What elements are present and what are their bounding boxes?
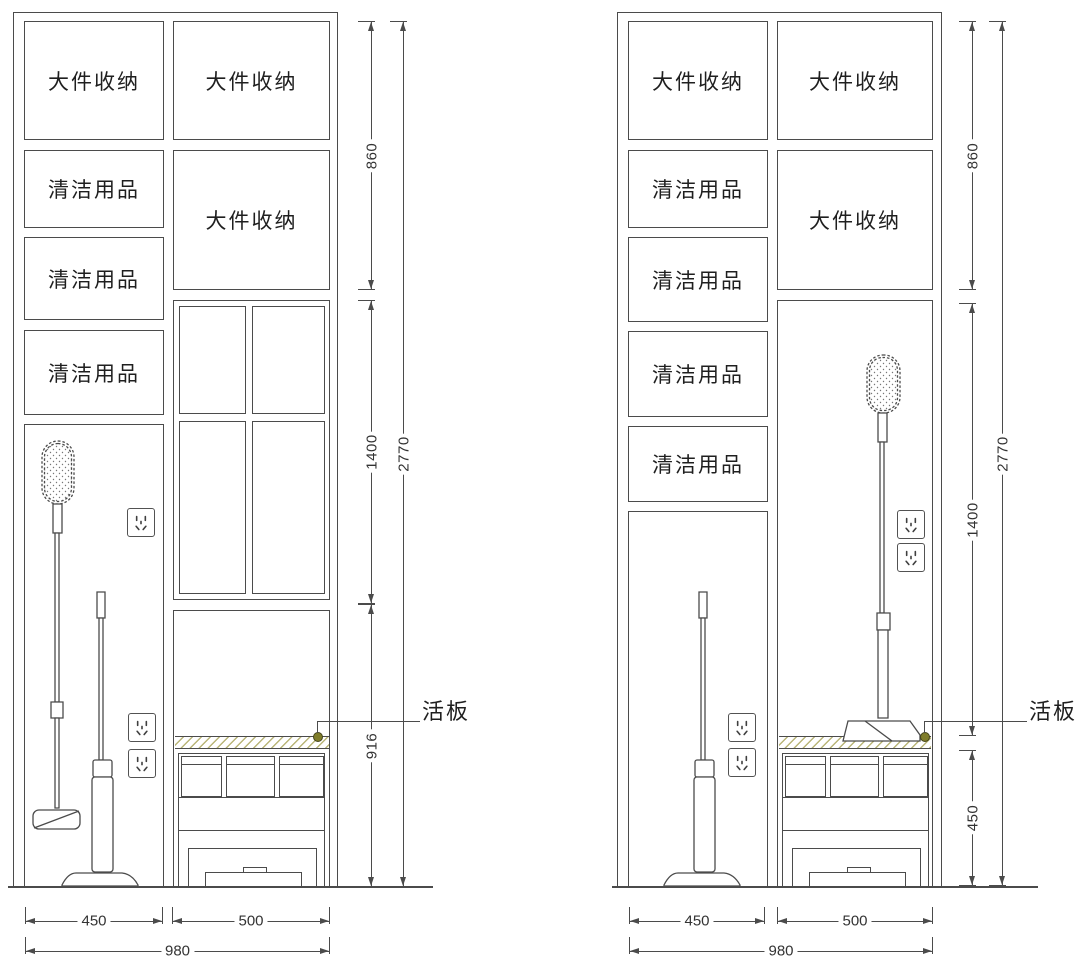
power-outlet-icon [897, 543, 925, 572]
dimension-value: 500 [234, 912, 268, 930]
compartment-large-storage: 大件收纳 [777, 150, 933, 290]
dimension-value: 916 [363, 729, 381, 762]
drawer-front [883, 756, 928, 797]
callout-leader-line [317, 721, 420, 723]
power-outlet-icon [728, 748, 756, 777]
dimension-value: 450 [680, 912, 714, 930]
compartment-label: 清洁用品 [48, 361, 140, 386]
compartment-label: 清洁用品 [48, 178, 140, 202]
cabinet-line [178, 753, 325, 755]
cabinet-line [782, 753, 929, 755]
dimension-value: 980 [160, 942, 195, 960]
cabinet-line [782, 797, 929, 799]
dimension-value: 1400 [964, 498, 982, 541]
cabinet-line [782, 830, 929, 832]
compartment-cleaning-supplies: 清洁用品 [24, 330, 164, 415]
dimension-value: 980 [764, 942, 798, 960]
flap-callout-label: 活板 [1029, 699, 1078, 724]
cabinet-line [782, 753, 784, 887]
compartment-label: 清洁用品 [652, 268, 744, 293]
compartment-cleaning-supplies: 清洁用品 [628, 237, 768, 322]
compartment-label: 大件收纳 [48, 69, 140, 94]
compartment-label: 清洁用品 [652, 178, 744, 202]
appliance-base-inner [809, 872, 906, 887]
compartment-cleaning-supplies: 清洁用品 [24, 237, 164, 320]
grid-panel [179, 306, 246, 414]
compartment-label: 大件收纳 [809, 209, 901, 233]
compartment-label: 大件收纳 [809, 69, 901, 94]
compartment-cleaning-supplies: 清洁用品 [628, 426, 768, 502]
compartment-label: 清洁用品 [48, 267, 140, 292]
mop-illustration [660, 588, 744, 888]
grid-panel [252, 306, 325, 414]
cabinet-line [178, 830, 325, 832]
compartment-cleaning-supplies: 清洁用品 [628, 150, 768, 228]
compartment-label: 大件收纳 [652, 69, 744, 94]
dimension-value: 450 [964, 801, 982, 835]
compartment-label: 大件收纳 [205, 69, 298, 94]
drawer-front [226, 756, 275, 797]
power-outlet-icon [127, 508, 155, 537]
grid-panel [252, 421, 325, 594]
compartment-label: 清洁用品 [652, 453, 744, 477]
dimension-value: 500 [838, 912, 872, 930]
dimension-value: 2770 [994, 432, 1012, 475]
cabinet-line [178, 797, 325, 799]
flap-shelf-hatched [175, 736, 329, 749]
drawer-front [785, 756, 826, 797]
power-outlet-icon [897, 510, 925, 539]
grid-panel [179, 421, 246, 594]
stick-vacuum-illustration [840, 350, 925, 744]
callout-leader-line [924, 721, 1027, 723]
callout-leader-line [924, 722, 926, 733]
compartment-large-storage: 大件收纳 [24, 21, 164, 140]
floor-line [612, 886, 1038, 888]
appliance-base-handle [847, 867, 871, 873]
drawer-front [181, 756, 222, 797]
compartment-large-storage: 大件收纳 [777, 21, 933, 140]
compartment-large-storage: 大件收纳 [173, 21, 330, 140]
appliance-base-handle [243, 867, 267, 873]
compartment-label: 大件收纳 [205, 209, 298, 233]
dimension-value: 2770 [395, 433, 413, 475]
power-outlet-icon [128, 749, 156, 778]
floor-line [8, 886, 433, 888]
drawer-front [279, 756, 324, 797]
power-outlet-icon [128, 713, 156, 742]
compartment-label: 清洁用品 [652, 363, 744, 387]
appliance-base-inner [205, 872, 302, 887]
power-outlet-icon [728, 713, 756, 742]
compartment-cleaning-supplies: 清洁用品 [24, 150, 164, 228]
drawer-front [830, 756, 879, 797]
dimension-value: 860 [363, 139, 381, 172]
cabinet-line [178, 753, 180, 887]
callout-leader-line [317, 722, 319, 733]
cabinet-line [324, 753, 326, 887]
dimension-value: 860 [964, 139, 982, 172]
compartment-large-storage: 大件收纳 [628, 21, 768, 140]
compartment-large-storage: 大件收纳 [173, 150, 330, 290]
mop-illustration [58, 588, 142, 888]
stick-vacuum-illustration [28, 436, 86, 836]
dimension-value: 450 [77, 912, 111, 930]
flap-callout-label: 活板 [422, 699, 471, 724]
cabinet-line [928, 753, 930, 887]
flap-position-dot [313, 732, 323, 742]
compartment-cleaning-supplies: 清洁用品 [628, 331, 768, 417]
dimension-value: 1400 [363, 431, 381, 473]
flap-position-dot [920, 732, 930, 742]
